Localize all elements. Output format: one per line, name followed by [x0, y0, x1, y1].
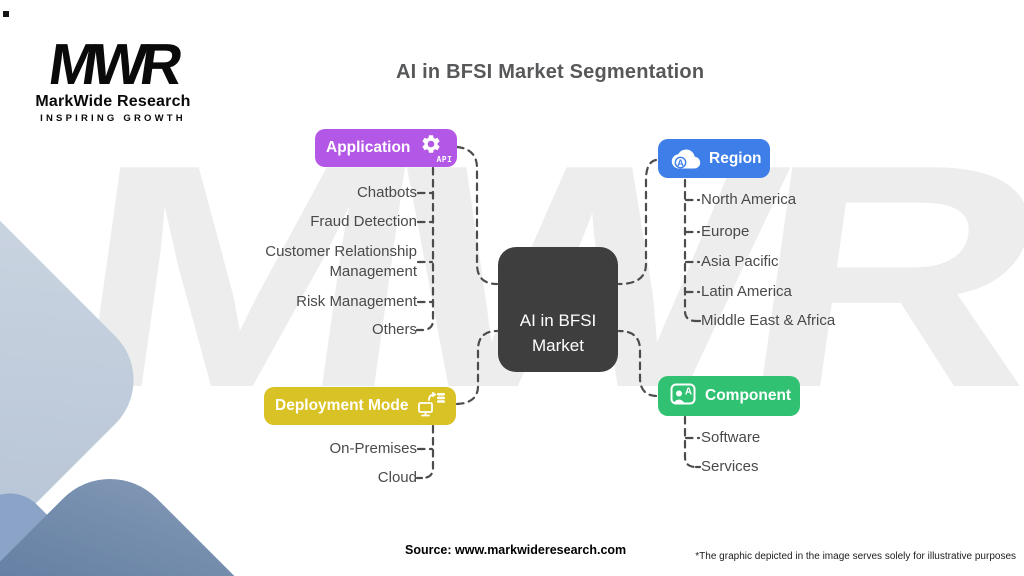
gear-api-icon: API — [418, 132, 453, 164]
component-label: Component — [705, 387, 792, 404]
item-north-america: North America — [701, 191, 797, 208]
branch-node-region: A Region — [658, 139, 770, 178]
source-text: Source: www.markwideresearch.com — [405, 543, 627, 557]
logo-monogram: MWR — [44, 32, 182, 97]
connector-component-center — [617, 329, 658, 398]
item-customer-relationship-management: Customer Relationship Management — [265, 243, 417, 280]
item-software: Software — [701, 429, 761, 446]
cloud-ai-icon: A — [669, 146, 701, 172]
item-asia-pacific: Asia Pacific — [701, 253, 779, 270]
branch-node-component: A Component — [658, 376, 800, 416]
item-middle-east-africa: Middle East & Africa — [701, 312, 836, 329]
item-services: Services — [701, 458, 759, 475]
branch-node-deployment-mode: Deployment Mode — [264, 387, 456, 425]
branch-node-application: Application API — [315, 129, 457, 167]
central-node: AI in BFSI Market — [498, 247, 618, 372]
connector-deployment-center — [455, 329, 499, 406]
application-label: Application — [326, 139, 411, 156]
item-chatbots: Chatbots — [356, 184, 417, 201]
item-risk-management: Risk Management — [296, 293, 417, 310]
connector-application-center — [455, 145, 499, 286]
spine-component — [683, 415, 698, 469]
logo-tagline: INSPIRING GROWTH — [40, 113, 186, 125]
page-title: AI in BFSI Market Segmentation — [396, 61, 705, 83]
disclaimer-text: *The graphic depicted in the image serve… — [695, 551, 1016, 562]
connector-region-center — [617, 158, 658, 286]
svg-text:A: A — [677, 158, 684, 168]
deployment-mode-label: Deployment Mode — [275, 397, 409, 414]
item-fraud-detection: Fraud Detection — [310, 213, 417, 230]
central-node-label: AI in BFSI Market — [519, 311, 597, 355]
region-label: Region — [709, 149, 762, 167]
item-others: Others — [371, 321, 417, 338]
item-latin-america: Latin America — [701, 283, 792, 300]
svg-text:A: A — [685, 386, 692, 397]
item-europe: Europe — [701, 223, 750, 240]
id-card-icon: A — [669, 381, 697, 412]
spine-region — [683, 178, 698, 323]
item-on-premises: On-Premises — [329, 440, 417, 457]
logo-name: MarkWide Research — [35, 93, 191, 111]
corner-mark — [3, 11, 9, 17]
device-sync-icon — [416, 390, 446, 423]
markwide-logo: MWR MarkWide Research INSPIRING GROWTH — [30, 32, 196, 125]
api-icon-text: API — [436, 155, 453, 164]
spine-deployment — [420, 424, 435, 480]
item-cloud: Cloud — [377, 469, 417, 486]
spine-application — [420, 166, 435, 332]
